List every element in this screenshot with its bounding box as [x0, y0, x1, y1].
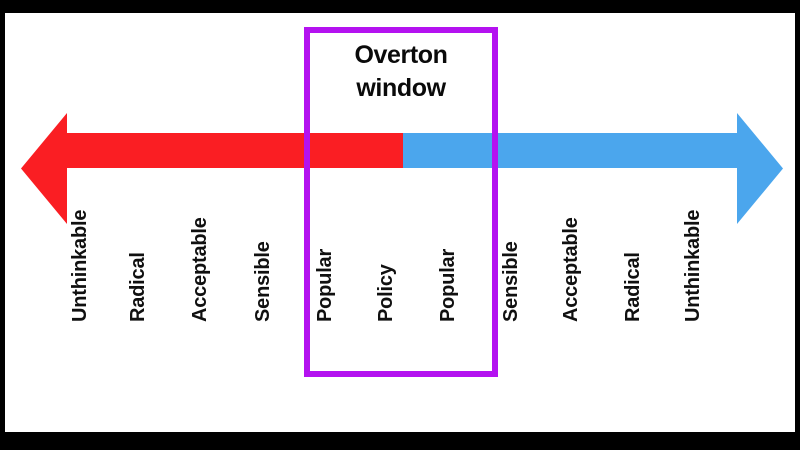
overton-window-box — [304, 27, 498, 377]
figure-canvas: Unthinkable Radical Acceptable Sensible … — [5, 13, 795, 432]
tick-label-acceptable-right: Acceptable — [560, 217, 582, 322]
tick-label-radical-left: Radical — [127, 252, 149, 322]
overton-window-title-line-1: Overton — [354, 41, 448, 69]
tick-label-unthinkable-right: Unthinkable — [682, 209, 704, 322]
tick-slot-9: Acceptable — [560, 196, 584, 322]
tick-label-radical-right: Radical — [622, 252, 644, 322]
tick-slot-11: Unthinkable — [682, 196, 706, 322]
tick-slot-3: Acceptable — [189, 196, 213, 322]
tick-slot-4: Sensible — [252, 196, 276, 322]
tick-slot-2: Radical — [127, 196, 151, 322]
overton-window-title-line-2: window — [356, 74, 446, 102]
tick-label-acceptable-left: Acceptable — [189, 217, 211, 322]
tick-label-sensible-right: Sensible — [500, 241, 522, 322]
tick-slot-10: Radical — [622, 196, 646, 322]
tick-label-unthinkable-left: Unthinkable — [69, 209, 91, 322]
overton-window-title: Overton window — [304, 39, 498, 105]
tick-slot-1: Unthinkable — [69, 196, 93, 322]
tick-label-sensible-left: Sensible — [252, 241, 274, 322]
tick-slot-8: Sensible — [500, 196, 524, 322]
